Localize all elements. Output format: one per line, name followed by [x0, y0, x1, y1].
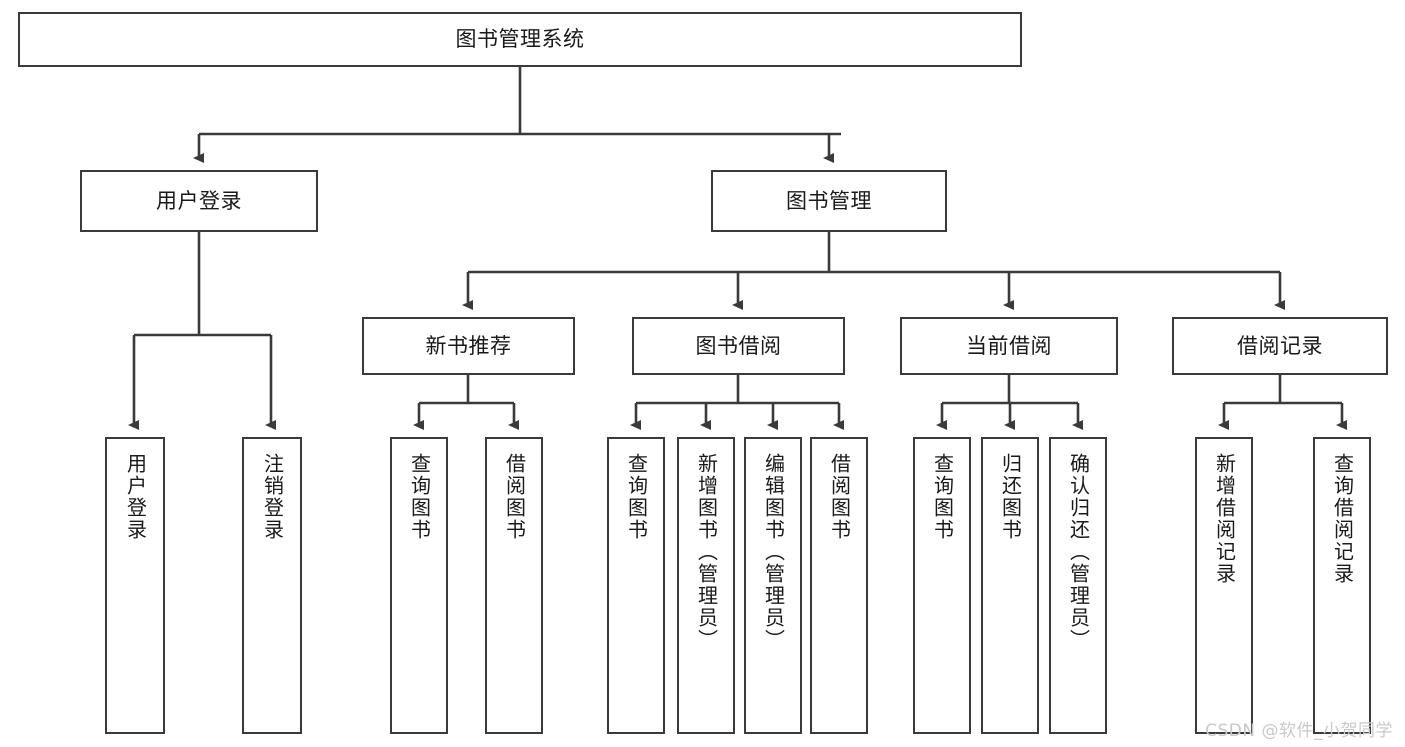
- node-book-borrow-label: 图书借阅: [695, 333, 782, 358]
- node-leaf-cb-return-book-label: 归还图书: [998, 453, 1023, 541]
- node-root-label: 图书管理系统: [455, 27, 585, 52]
- node-user-login[interactable]: 用户登录: [80, 170, 318, 232]
- node-leaf-cb-confirm-return-label: 确认归还（管理员）: [1066, 453, 1091, 651]
- node-leaf-user-login-label: 用户登录: [123, 453, 148, 541]
- node-leaf-br-query-record-label: 查询借阅记录: [1330, 453, 1355, 585]
- node-current-borrow-label: 当前借阅: [966, 333, 1052, 358]
- csdn-watermark: CSDN @软件_小贺同学: [1205, 721, 1393, 741]
- node-leaf-nb-query-book[interactable]: 查询图书: [390, 437, 448, 734]
- node-new-book-recommend-label: 新书推荐: [425, 333, 512, 358]
- node-leaf-cb-query-book[interactable]: 查询图书: [913, 437, 971, 734]
- node-leaf-nb-query-book-label: 查询图书: [407, 453, 432, 541]
- node-leaf-br-add-record-label: 新增借阅记录: [1212, 453, 1237, 585]
- node-leaf-cb-query-book-label: 查询图书: [930, 453, 955, 541]
- node-book-manage[interactable]: 图书管理: [711, 170, 947, 232]
- node-leaf-nb-borrow-book-label: 借阅图书: [502, 453, 527, 541]
- node-borrow-record[interactable]: 借阅记录: [1172, 317, 1388, 375]
- node-new-book-recommend[interactable]: 新书推荐: [362, 317, 575, 375]
- node-leaf-cb-return-book[interactable]: 归还图书: [981, 437, 1039, 734]
- node-leaf-logout-label: 注销登录: [260, 453, 285, 541]
- node-leaf-bb-borrow-book-label: 借阅图书: [827, 453, 852, 541]
- node-leaf-bb-query-book[interactable]: 查询图书: [607, 437, 665, 734]
- node-user-login-label: 用户登录: [156, 188, 242, 213]
- node-root[interactable]: 图书管理系统: [18, 12, 1022, 67]
- node-book-borrow[interactable]: 图书借阅: [632, 317, 845, 375]
- node-leaf-br-query-record[interactable]: 查询借阅记录: [1313, 437, 1371, 734]
- node-leaf-bb-add-book[interactable]: 新增图书（管理员）: [677, 437, 735, 734]
- node-leaf-nb-borrow-book[interactable]: 借阅图书: [485, 437, 543, 734]
- node-leaf-br-add-record[interactable]: 新增借阅记录: [1195, 437, 1253, 734]
- node-leaf-bb-borrow-book[interactable]: 借阅图书: [810, 437, 868, 734]
- node-leaf-bb-add-book-label: 新增图书（管理员）: [694, 453, 719, 651]
- node-borrow-record-label: 借阅记录: [1237, 333, 1323, 358]
- node-leaf-user-login[interactable]: 用户登录: [105, 437, 165, 734]
- node-leaf-bb-edit-book[interactable]: 编辑图书（管理员）: [744, 437, 802, 734]
- node-leaf-cb-confirm-return[interactable]: 确认归还（管理员）: [1049, 437, 1107, 734]
- node-leaf-bb-edit-book-label: 编辑图书（管理员）: [761, 453, 786, 651]
- node-current-borrow[interactable]: 当前借阅: [900, 317, 1118, 375]
- node-book-manage-label: 图书管理: [786, 188, 872, 213]
- node-leaf-logout[interactable]: 注销登录: [242, 437, 302, 734]
- node-leaf-bb-query-book-label: 查询图书: [624, 453, 649, 541]
